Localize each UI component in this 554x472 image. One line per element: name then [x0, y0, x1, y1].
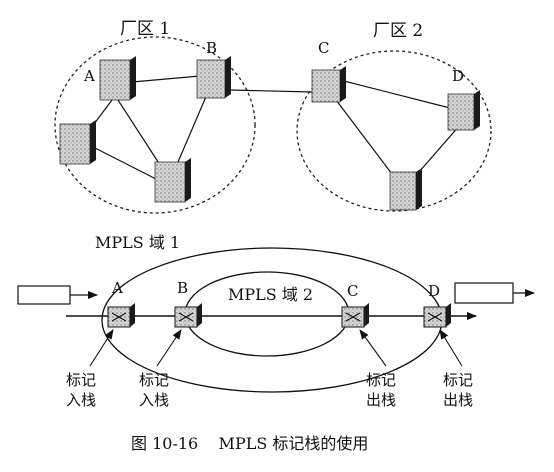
figure-caption: 图 10-16 MPLS 标记栈的使用: [131, 434, 368, 453]
device-d: [447, 90, 480, 131]
link-a-b: [131, 75, 201, 83]
top-links: [87, 75, 461, 181]
bottom-node-d-label: D: [428, 282, 440, 300]
router-d-icon: [423, 303, 451, 328]
pointer-a: [89, 329, 114, 367]
bottom-node-b-label: B: [177, 279, 188, 297]
mpls-domain1-label: MPLS 域 1: [95, 233, 180, 252]
pop-label-c-line2: 出栈: [366, 391, 396, 409]
top-node-d-label: D: [452, 67, 464, 85]
ingress-packet: [17, 285, 71, 305]
pointer-b: [156, 329, 182, 367]
bottom-node-c-label: C: [347, 282, 358, 300]
top-node-b-label: B: [206, 39, 217, 57]
push-label-a-line2: 入栈: [66, 391, 96, 409]
link-c-d: [339, 79, 451, 109]
top-node-c-label: C: [318, 39, 329, 57]
pop-label-d-line1: 标记: [443, 371, 473, 389]
push-label-b-line2: 入栈: [139, 391, 169, 409]
device-left: [59, 120, 96, 165]
router-a-icon: [107, 303, 135, 328]
link-left-bottom: [94, 147, 159, 181]
pop-label-d-line2: 出栈: [443, 391, 473, 409]
pointer-c: [359, 329, 387, 367]
area1-label: 厂区 1: [120, 19, 170, 39]
push-label-b-line1: 标记: [139, 371, 169, 389]
device-a: [99, 56, 136, 101]
device-b: [196, 56, 231, 99]
area2-boundary: [296, 50, 492, 212]
device-bottom-area1: [154, 158, 191, 203]
top-node-a-label: A: [83, 67, 95, 85]
router-c-icon: [341, 303, 369, 328]
mpls-domain2-label: MPLS 域 2: [228, 285, 313, 304]
egress-packet: [454, 282, 514, 304]
area1-boundary: [54, 36, 256, 214]
link-b-bottom: [177, 91, 209, 163]
push-label-a-line1: 标记: [66, 371, 96, 389]
area2-label: 厂区 2: [373, 21, 423, 41]
link-b-c: [229, 89, 313, 93]
device-c: [311, 66, 346, 103]
link-a-bottom: [117, 99, 163, 169]
link-c-bottom: [332, 95, 396, 179]
pop-label-c-line1: 标记: [366, 371, 396, 389]
device-bottom-area2: [389, 168, 422, 211]
bottom-node-a-label: A: [111, 279, 123, 297]
router-b-icon: [174, 303, 202, 328]
pointer-d: [439, 329, 463, 367]
